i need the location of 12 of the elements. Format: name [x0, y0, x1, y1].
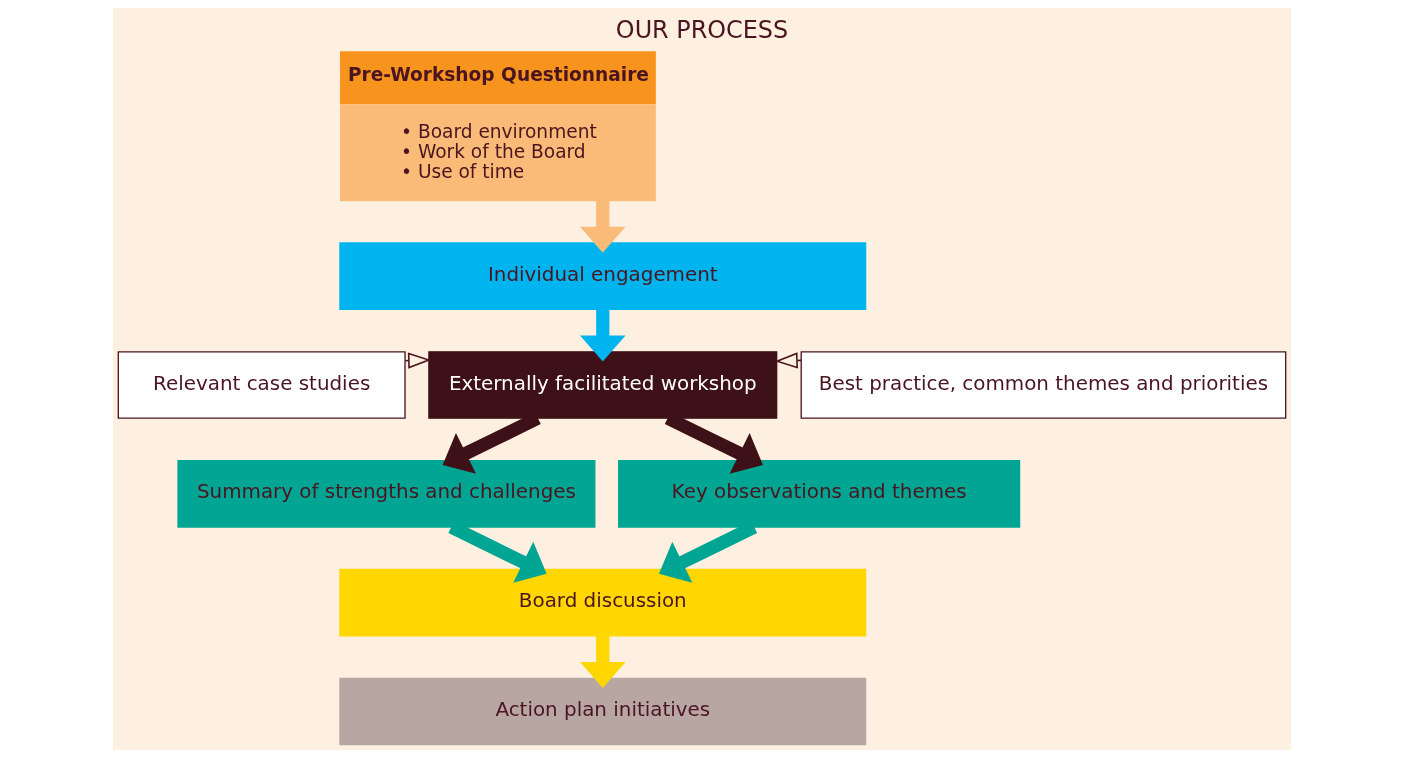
node-box: Individual engagement: [339, 242, 867, 310]
arrow: [580, 635, 626, 689]
node-box: Key observations and themes: [618, 459, 1021, 528]
node-box: Board discussion: [339, 568, 867, 637]
node-box: Externally facilitated workshop: [428, 351, 778, 419]
diagram-title: OUR PROCESS: [615, 15, 789, 44]
arrow: [580, 200, 626, 253]
arrow: [580, 309, 626, 362]
node-box: Summary of strengths and challenges: [177, 459, 596, 528]
node-box: Best practice, common themes and priorities: [800, 351, 1287, 419]
node-box: Action plan initiatives: [339, 677, 867, 746]
node-box: Relevant case studies: [117, 351, 406, 419]
